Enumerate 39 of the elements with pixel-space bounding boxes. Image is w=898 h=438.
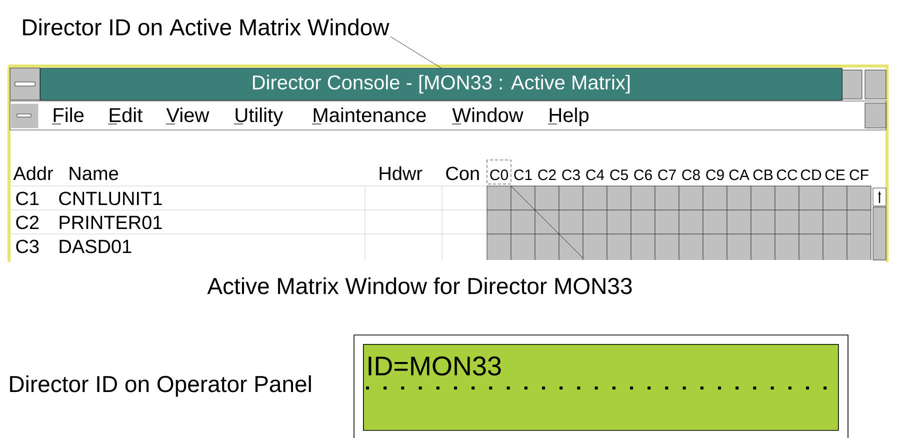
table-cell: CNTLUNIT1: [59, 192, 162, 206]
table-cell: C3: [16, 240, 39, 254]
column-header: C1: [514, 170, 532, 180]
lcd-display: ID=MON33: [363, 344, 839, 431]
menu-item: File: [52, 108, 84, 124]
column-header: C8: [682, 170, 700, 180]
column-header: C6: [634, 170, 652, 180]
column-header: Addr: [13, 166, 54, 180]
column-header: CE: [825, 170, 845, 180]
table-cell: DASD01: [60, 240, 132, 254]
callout-text: Director ID on Active Matrix Window: [23, 18, 390, 36]
column-header: CF: [850, 170, 868, 180]
table-cell: C1: [16, 192, 39, 206]
column-header: Con: [446, 166, 479, 180]
column-header: CD: [800, 170, 822, 180]
column-header: Hdwr: [380, 166, 422, 180]
menu-item: Maintenance: [312, 108, 426, 124]
column-header: C0: [490, 170, 508, 180]
column-header: CC: [776, 170, 798, 180]
column-header: C2: [538, 170, 556, 180]
column-header: Name: [70, 166, 118, 180]
column-header: CA: [729, 170, 750, 180]
leader-line: [390, 36, 442, 68]
column-header: CB: [753, 170, 773, 180]
caption: Active Matrix Window for Director MON33: [207, 277, 632, 294]
menu-item: Help: [548, 108, 588, 126]
table-cell: C2: [16, 216, 39, 230]
column-header: C5: [610, 170, 628, 180]
title-bar: Director Console - [MON33 : Active Matrix]: [40, 68, 842, 100]
table-cell: PRINTER01: [60, 216, 162, 230]
column-header: C4: [586, 170, 604, 180]
menu-item: View: [166, 108, 210, 124]
panel-label: Director ID on Operator Panel: [10, 375, 311, 397]
column-header: C3: [562, 170, 580, 180]
column-header: C7: [658, 170, 676, 180]
column-header: C9: [706, 170, 724, 180]
menu-item: Edit: [108, 108, 143, 124]
menu-item: Utility: [234, 108, 284, 126]
menu-item: Window: [452, 108, 524, 124]
